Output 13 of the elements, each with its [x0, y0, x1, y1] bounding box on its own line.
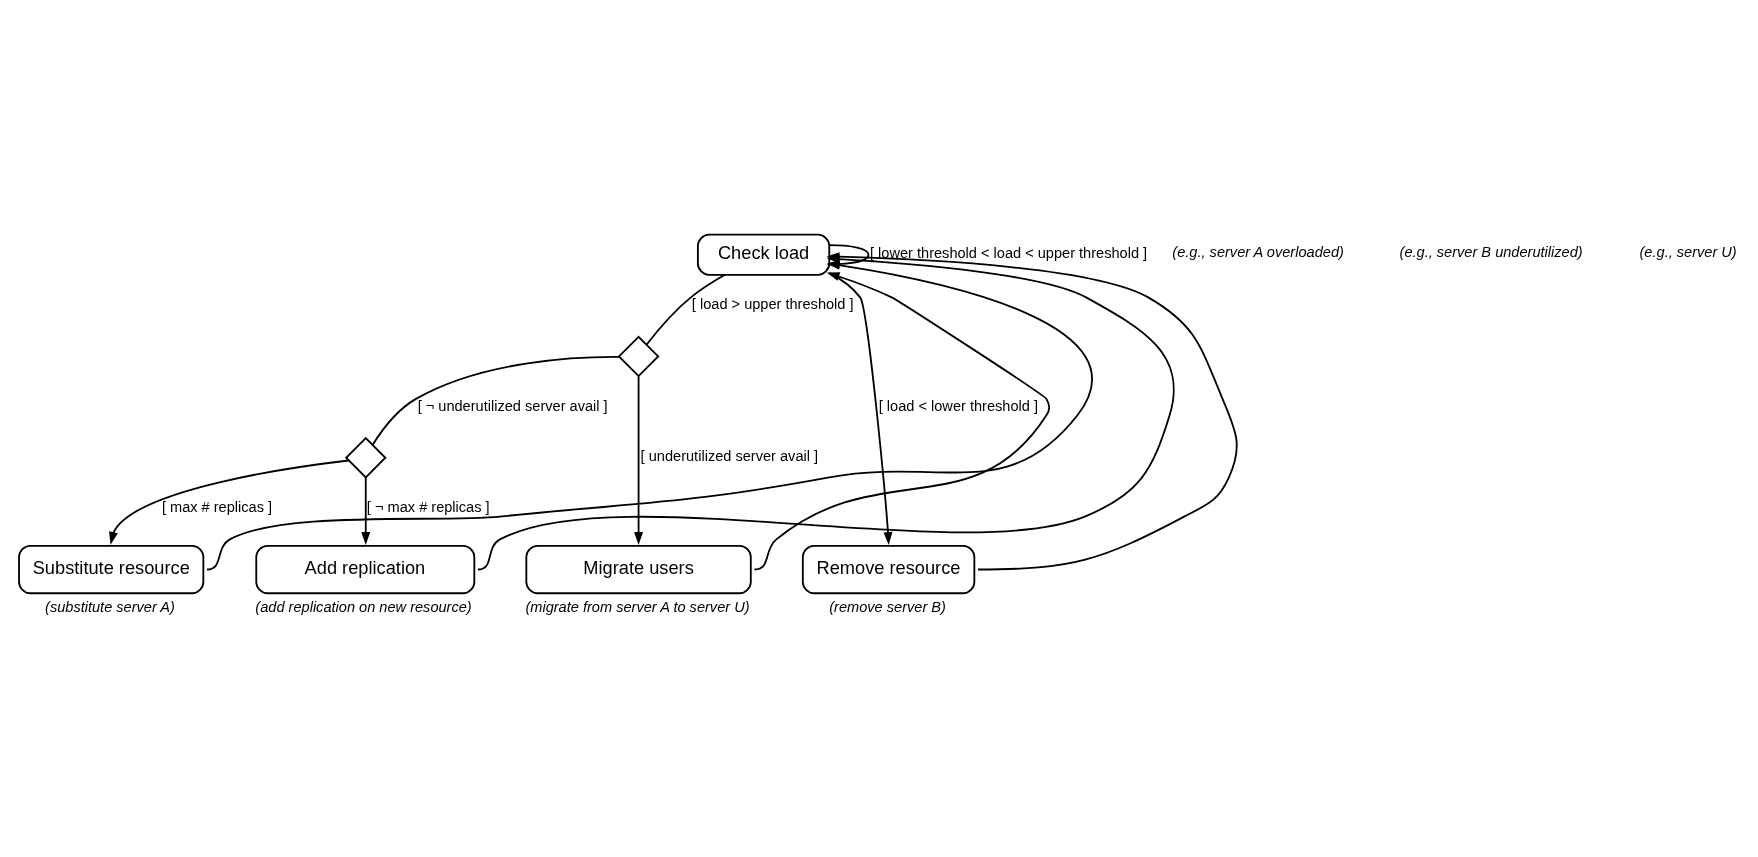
edge-label: [ ¬ max # replicas ] [366, 498, 490, 515]
node-label: (add replication on new resource) [255, 598, 472, 615]
label: (e.g., server B underutilized) [1399, 243, 1583, 260]
edge-label: [ max # replicas ] [161, 498, 273, 515]
node-label: (remove server B) [829, 598, 946, 615]
edge-label: [ underutilized server avail ] [640, 447, 819, 464]
label: (e.g., server U) [1639, 243, 1737, 260]
edge-label: [ ¬ underutilized server avail ] [417, 397, 608, 414]
edge-label: [ load > upper threshold ] [691, 295, 854, 312]
edge-label: [ load < lower threshold ] [878, 397, 1039, 414]
node-label: (migrate from server A to server U) [525, 598, 750, 615]
label: (e.g., server A overloaded) [1172, 243, 1344, 260]
node-label: (substitute server A) [45, 598, 175, 615]
